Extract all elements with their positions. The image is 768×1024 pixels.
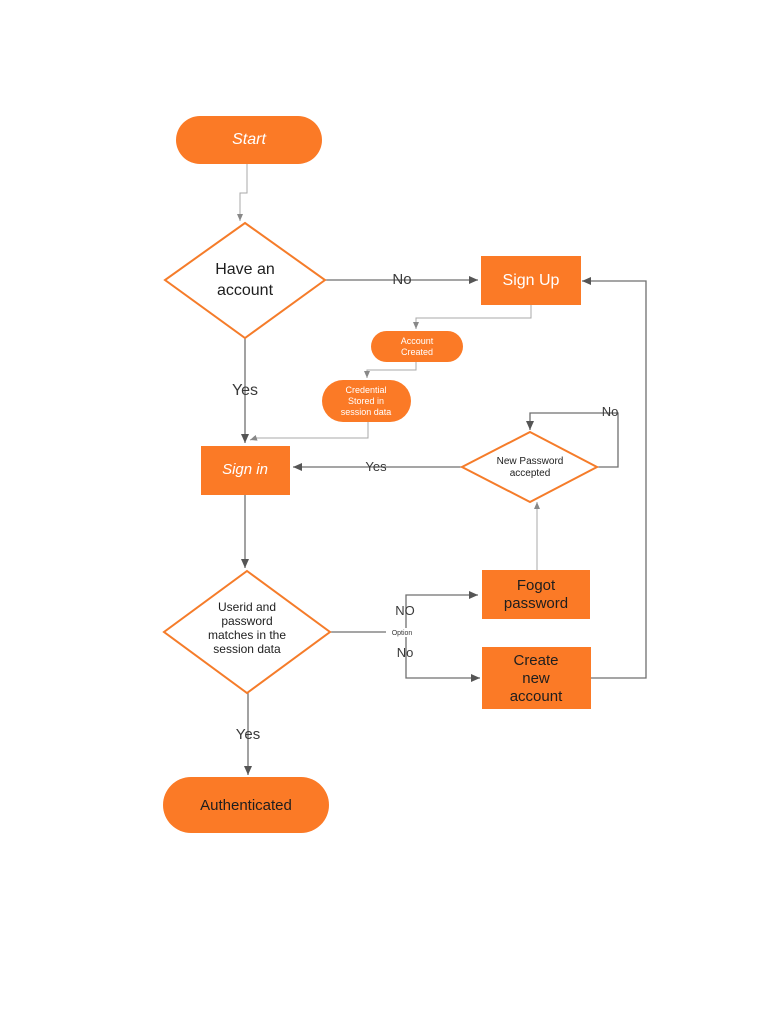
edge-created-to-credential	[364, 362, 417, 378]
label-no-newpw: No	[602, 404, 619, 419]
edge-signup-to-account-created	[413, 305, 532, 329]
label-option: Option	[392, 630, 413, 637]
userid-label-3: matches in the	[208, 628, 286, 642]
have-account-label-1: Have an	[215, 261, 275, 278]
signin-process	[201, 446, 290, 495]
account-created-label-1: Account	[401, 336, 434, 346]
start-terminal	[176, 116, 322, 164]
authenticated-terminal	[163, 777, 329, 833]
forgot-label-1: Fogot	[517, 577, 556, 594]
credential-label-2: Stored in	[348, 396, 384, 406]
credential-label-1: Credential	[345, 385, 386, 395]
edge-newpw-no-loop	[526, 412, 619, 468]
forgot-label-2: password	[504, 595, 568, 612]
userid-label-1: Userid and	[218, 600, 276, 614]
credential-stored-terminal	[322, 380, 411, 422]
forgot-password-process	[482, 570, 590, 619]
label-yes-auth: Yes	[236, 726, 260, 743]
edge-option-to-create	[405, 632, 480, 682]
create-label-1: Create	[513, 652, 558, 669]
new-password-label-2: accepted	[510, 468, 551, 479]
label-no-forgot: NO	[395, 603, 415, 618]
edge-option-to-forgot	[405, 591, 478, 632]
create-account-process	[482, 647, 591, 709]
edge-start-to-have-account	[237, 164, 248, 221]
authenticated-label: Authenticated	[200, 797, 292, 814]
userid-match-decision	[162, 569, 332, 695]
signin-label: Sign in	[222, 461, 268, 478]
userid-label-2: password	[221, 614, 272, 628]
signup-process	[481, 256, 581, 305]
account-created-terminal	[371, 331, 463, 362]
have-account-label-2: account	[217, 282, 274, 299]
new-password-label-1: New Password	[497, 456, 564, 467]
have-account-decision	[163, 221, 327, 340]
label-no-create: No	[397, 645, 414, 660]
create-label-2: new	[522, 670, 550, 687]
signup-label: Sign Up	[503, 272, 560, 289]
edge-credential-to-signin	[249, 421, 369, 441]
edge-create-to-signup	[582, 277, 647, 679]
userid-label-4: session data	[213, 642, 281, 656]
label-yes-newpw: Yes	[365, 459, 387, 474]
start-label: Start	[232, 131, 266, 148]
label-no-signup: No	[392, 271, 411, 288]
create-label-3: account	[510, 688, 563, 705]
account-created-label-2: Created	[401, 347, 433, 357]
label-yes-signin: Yes	[232, 382, 258, 399]
option-label-bg	[386, 628, 418, 637]
credential-label-3: session data	[341, 407, 392, 417]
new-password-decision	[459, 430, 600, 504]
